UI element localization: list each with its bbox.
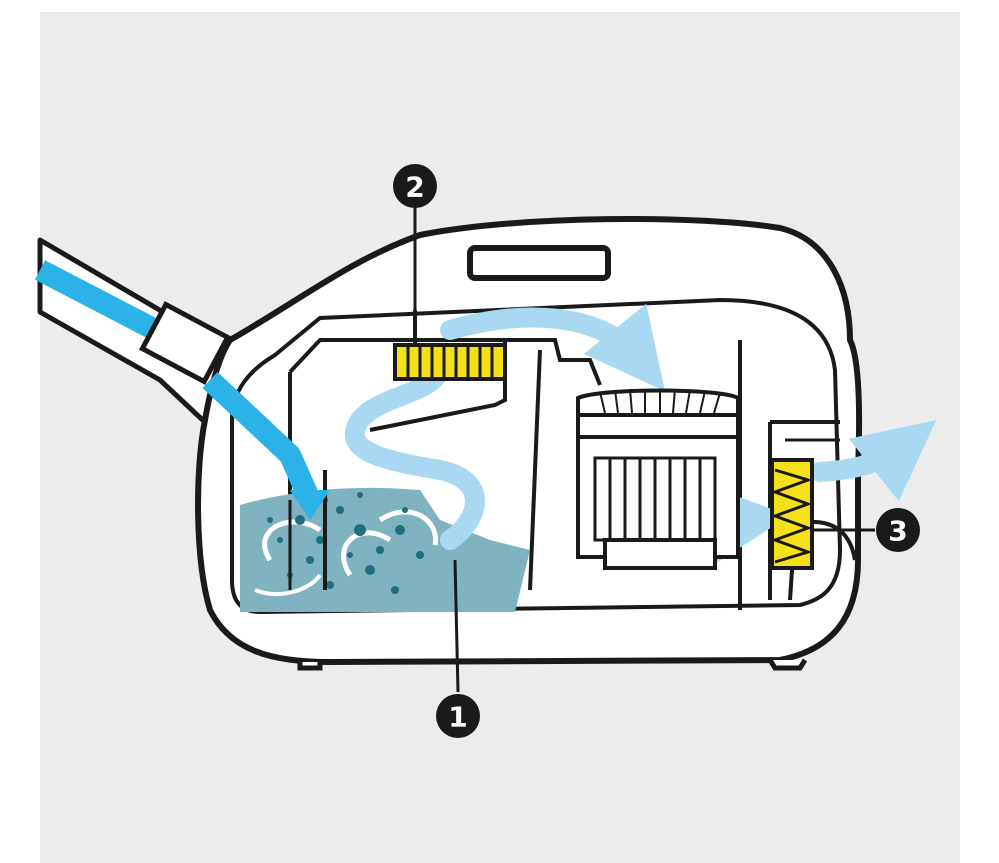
callout-3-label: 3 (888, 515, 907, 548)
water-filter-icon (240, 470, 530, 612)
callout-1-label: 1 (448, 701, 467, 734)
hepa-filter-icon (576, 435, 740, 570)
feet (297, 658, 808, 671)
pre-filter-icon (393, 343, 507, 381)
fan-icon (576, 388, 740, 439)
carry-handle (467, 245, 611, 281)
callout-2: 2 (393, 164, 437, 310)
callout-3: 3 (810, 508, 920, 552)
exhaust-filter-icon (770, 458, 814, 570)
callout-1: 1 (436, 559, 480, 738)
airflow-arrow-icon (202, 371, 330, 520)
callout-2-label: 2 (405, 171, 424, 204)
